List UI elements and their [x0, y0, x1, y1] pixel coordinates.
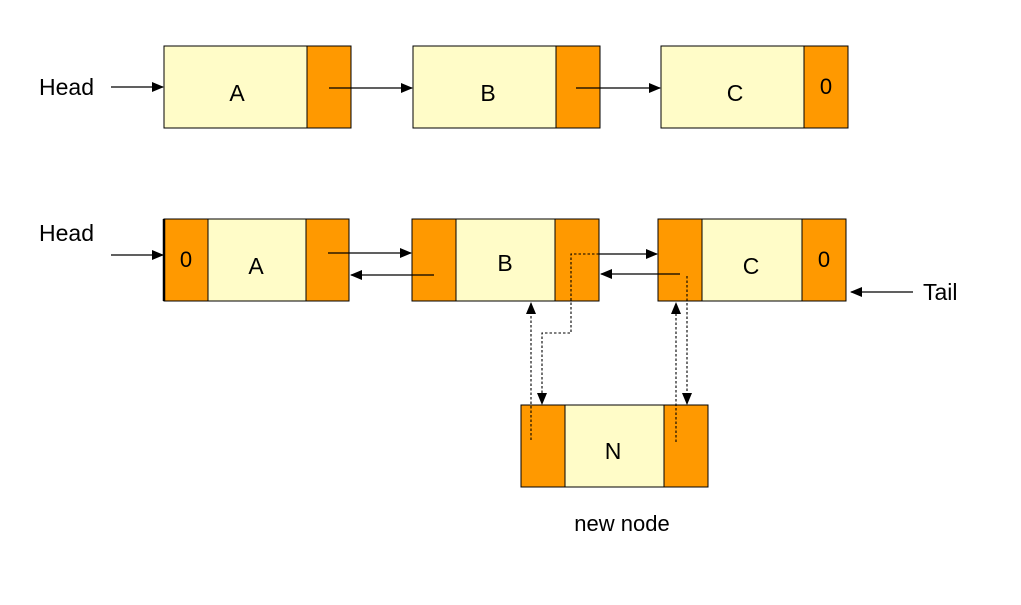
doubly-linked-list: Head 0 A B C 0	[39, 218, 958, 305]
doubly-node-c: C 0	[657, 218, 847, 302]
singly-linked-list: Head A B C 0	[39, 45, 849, 129]
new-node-prev	[520, 404, 566, 488]
doubly-node-c-prev	[657, 218, 703, 302]
doubly-node-b-next	[554, 218, 600, 302]
doubly-node-a: 0 A	[162, 218, 350, 302]
doubly-node-c-value: C	[743, 253, 760, 279]
singly-node-a-value: A	[229, 80, 245, 106]
doubly-node-b-prev	[411, 218, 457, 302]
new-node-next	[663, 404, 709, 488]
new-node-value: N	[605, 438, 622, 464]
singly-node-b-next	[555, 45, 601, 129]
singly-node-b: B	[412, 45, 601, 129]
b-next-to-new-link	[537, 253, 599, 405]
new-node-data	[564, 404, 665, 488]
doubly-node-b-value: B	[497, 250, 512, 276]
singly-node-b-data	[412, 45, 557, 129]
doubly-head-label: Head	[39, 220, 94, 246]
new-node: N new node	[520, 404, 709, 536]
singly-node-c-next	[803, 45, 849, 129]
singly-node-c-data	[660, 45, 805, 129]
doubly-node-a-next	[305, 218, 350, 302]
singly-node-c-value: C	[727, 80, 744, 106]
singly-node-b-value: B	[480, 80, 495, 106]
insertion-links	[526, 253, 692, 442]
doubly-node-a-value: A	[248, 253, 264, 279]
new-node-caption: new node	[574, 511, 669, 536]
singly-node-a: A	[163, 45, 352, 129]
singly-node-c: C 0	[660, 45, 849, 129]
doubly-node-c-data	[701, 218, 803, 302]
doubly-node-c-null: 0	[818, 247, 830, 272]
singly-node-c-null: 0	[820, 74, 832, 99]
singly-node-a-data	[163, 45, 308, 129]
doubly-node-a-data	[207, 218, 307, 302]
singly-head-label: Head	[39, 74, 94, 100]
singly-node-a-next	[306, 45, 352, 129]
doubly-node-c-next	[801, 218, 847, 302]
doubly-node-b: B	[411, 218, 600, 302]
doubly-node-a-null: 0	[180, 247, 192, 272]
doubly-tail-label: Tail	[923, 279, 958, 305]
